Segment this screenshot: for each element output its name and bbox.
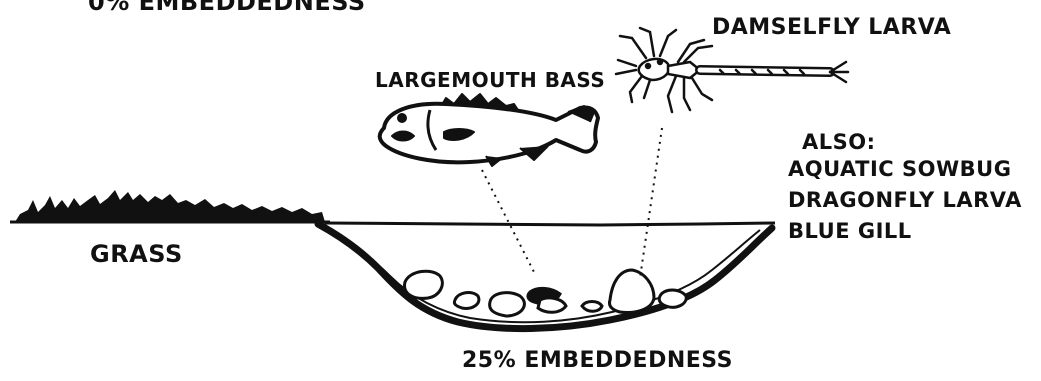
grass-label: GRASS xyxy=(90,240,183,268)
also-heading: ALSO: xyxy=(802,130,876,154)
bass-label: LARGEMOUTH BASS xyxy=(375,68,605,92)
bass-fish-drawing xyxy=(380,94,598,166)
also-item-sowbug: AQUATIC SOWBUG xyxy=(788,157,1011,181)
grass-bank xyxy=(10,190,330,222)
embeddedness-label: 25% EMBEDDEDNESS xyxy=(462,348,733,373)
damselfly-label: DAMSELFLY LARVA xyxy=(712,15,951,40)
water-surface xyxy=(325,223,775,225)
top-embeddedness-label: 0% EMBEDDEDNESS xyxy=(88,0,366,16)
also-item-dragonfly: DRAGONFLY LARVA xyxy=(788,188,1022,212)
damselfly-larva-drawing xyxy=(616,28,848,112)
also-item-bluegill: BLUE GILL xyxy=(788,219,912,243)
rocks xyxy=(405,270,687,316)
